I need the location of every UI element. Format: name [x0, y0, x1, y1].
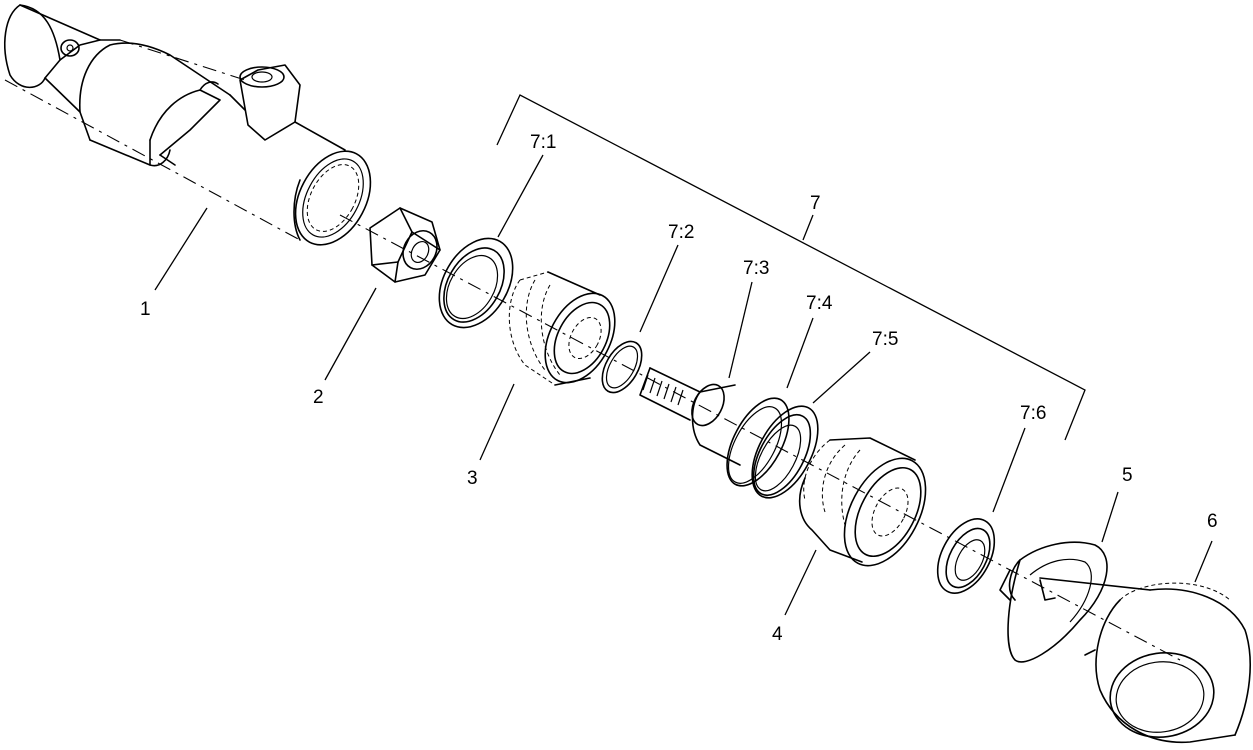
part-4-gland — [798, 437, 927, 567]
part-7-1-seal-ring — [438, 237, 514, 329]
rod-spool — [639, 367, 741, 466]
callout-7: 7 — [810, 193, 821, 214]
callout-7-2: 7:2 — [668, 222, 694, 243]
part-6-rod-end — [999, 559, 1251, 744]
leader-lines — [154, 154, 1213, 616]
callout-7-3: 7:3 — [743, 258, 769, 279]
callout-5: 5 — [1122, 465, 1133, 486]
part-7-2-o-ring — [601, 340, 643, 394]
center-axis-line — [339, 214, 1181, 661]
callout-7-5: 7:5 — [872, 329, 898, 350]
part-7-4-7-5-rings — [751, 405, 819, 499]
callout-7-6: 7:6 — [1020, 403, 1046, 424]
part-3-piston — [508, 271, 616, 386]
callout-2: 2 — [313, 387, 324, 408]
part-2-hex-nut — [369, 207, 441, 283]
callout-7-4: 7:4 — [806, 293, 833, 314]
part-7-3-backup-ring — [726, 397, 790, 487]
callout-7-1: 7:1 — [530, 132, 556, 153]
callout-6: 6 — [1207, 511, 1218, 532]
callout-labels: 1 2 3 4 5 6 7 7:1 7:2 7:3 7:4 7:5 7:6 — [140, 132, 1218, 645]
callout-1: 1 — [140, 299, 151, 320]
callout-3: 3 — [467, 468, 478, 489]
callout-4: 4 — [772, 624, 783, 645]
part-7-6-wiper-seal — [936, 518, 996, 594]
part-1-cylinder-barrel — [4, 4, 372, 246]
part-5-snap-ring — [1007, 541, 1108, 663]
kit-7-bracket — [496, 94, 1086, 441]
